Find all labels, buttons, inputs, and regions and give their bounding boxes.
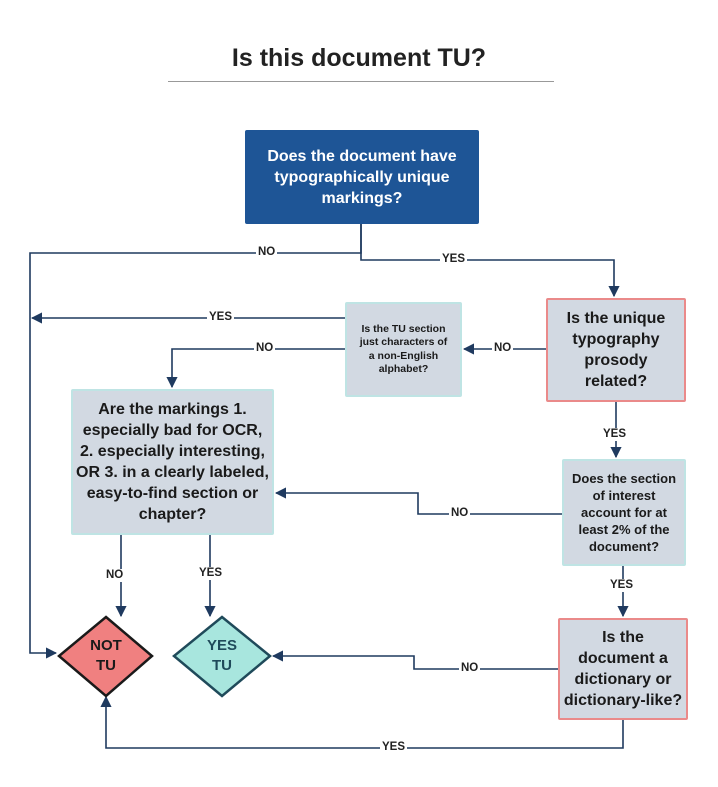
question-markings-criteria: Are the markings 1. especially bad for O… <box>71 389 274 535</box>
label-unique-yes: YES <box>440 253 468 266</box>
edge-dictionary-no <box>271 650 558 670</box>
question-unique-markings: Does the document have typographically u… <box>245 130 479 224</box>
question-non-english-alphabet: Is the TU section just characters of a n… <box>345 302 462 397</box>
yes-tu-diamond <box>172 615 272 698</box>
outcome-not-tu: NOT TU <box>90 637 122 674</box>
label-prosody-yes: YES <box>601 428 629 441</box>
question-prosody-related: Is the unique typography prosody related… <box>546 298 686 402</box>
question-two-percent: Does the section of interest account for… <box>562 459 686 566</box>
question-dictionary: Is the document a dictionary or dictiona… <box>558 618 688 720</box>
label-dictionary-yes: YES <box>380 741 408 754</box>
label-markings-yes: YES <box>197 567 225 580</box>
page-title: Is this document TU? <box>231 44 487 72</box>
label-markings-no: NO <box>104 569 126 582</box>
edge-unique-yes <box>360 224 620 298</box>
edge-dictionary-yes <box>100 695 624 749</box>
label-percent-yes: YES <box>608 579 636 592</box>
label-dictionary-no: NO <box>459 662 481 675</box>
label-alphabet-yes: YES <box>207 311 235 324</box>
outcome-yes-tu: YES TU <box>206 637 237 674</box>
label-prosody-no: NO <box>492 342 514 355</box>
edge-percent-no <box>274 487 562 515</box>
not-tu-diamond <box>57 615 154 698</box>
edge-alphabet-no <box>166 348 345 389</box>
label-alphabet-no: NO <box>254 342 276 355</box>
label-unique-no: NO <box>256 246 278 259</box>
label-percent-no: NO <box>449 507 471 520</box>
title-divider <box>168 81 554 82</box>
